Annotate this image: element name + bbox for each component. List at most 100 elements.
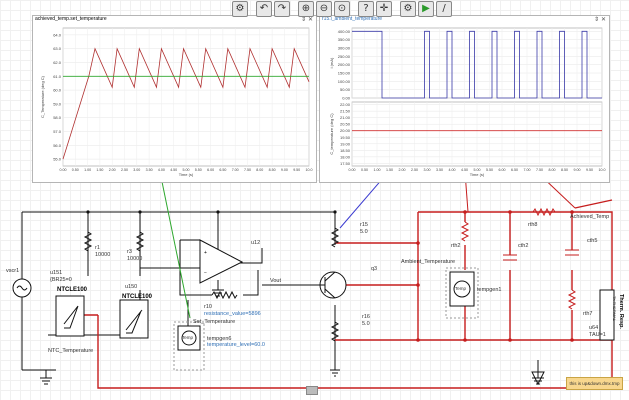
- label-r16-value: 5.0: [362, 321, 370, 327]
- x-tick-label: 5.50: [195, 168, 202, 172]
- label-set-temperature: Set_Temperature: [193, 319, 236, 325]
- y-tick-label: 60.0: [53, 88, 62, 93]
- undo-button[interactable]: ↶: [256, 0, 272, 17]
- x-tick-label: 4.50: [461, 168, 468, 172]
- y-tick-label: 50.00: [340, 87, 351, 92]
- label-r1: r1: [95, 245, 100, 251]
- y-tick-label: 58.0: [53, 115, 62, 120]
- label-ambient-temperature: Ambient_Temperature: [401, 259, 456, 265]
- x-tick-label: 4.00: [158, 168, 165, 172]
- x-tick-label: 8.00: [549, 168, 556, 172]
- label-u150: u150: [125, 284, 138, 290]
- y-tick-label: 18.00: [340, 154, 351, 159]
- settings-button[interactable]: ⚙: [232, 0, 248, 17]
- panel-controls[interactable]: ⇕ ✕: [594, 16, 606, 23]
- y-tick-label: 250.00: [338, 54, 351, 59]
- x-tick-label: 0.00: [349, 168, 356, 172]
- x-axis-label: Time (s): [470, 172, 485, 177]
- x-tick-label: 8.00: [256, 168, 263, 172]
- series-line-0: [352, 30, 602, 99]
- x-tick-label: 5.50: [486, 168, 493, 172]
- label-vscr1: vscr1: [6, 268, 20, 274]
- y-tick-label: 61.0: [53, 74, 62, 79]
- label-temp-block-2: Temp: [455, 286, 467, 291]
- y-axis-label: i (mA): [329, 57, 334, 68]
- x-axis-label: Time (s): [179, 172, 194, 177]
- add-component-button[interactable]: ✛: [376, 0, 392, 17]
- help-icon: ?: [363, 2, 369, 14]
- x-tick-label: 3.50: [436, 168, 443, 172]
- crosshair-icon: ✛: [379, 2, 389, 14]
- x-tick-label: 1.00: [374, 168, 381, 172]
- label-r1-value: 10000: [95, 252, 111, 258]
- label-therm-resp: Therm. Resp.: [618, 294, 624, 329]
- y-tick-label: 19.00: [340, 141, 351, 146]
- label-rth8: rth8: [528, 222, 538, 228]
- x-tick-label: 1.00: [84, 168, 91, 172]
- x-tick-label: 1.50: [386, 168, 393, 172]
- simulation-settings-button[interactable]: ⚙: [400, 0, 416, 17]
- play-icon: ▶: [422, 2, 430, 14]
- plot-area-2: 22.0021.5021.0020.5020.0019.5019.0018.50…: [329, 101, 606, 177]
- x-tick-label: 3.50: [146, 168, 153, 172]
- plot-area-0: 64.063.062.061.060.059.058.057.056.055.0…: [40, 27, 313, 177]
- svg-text:−: −: [204, 270, 207, 276]
- redo-button[interactable]: ↷: [274, 0, 290, 17]
- x-tick-label: 7.00: [232, 168, 239, 172]
- chart-ambient: 400.00350.00300.00250.00200.00150.00100.…: [329, 27, 606, 177]
- redo-icon: ↷: [277, 2, 287, 14]
- y-tick-label: 20.50: [340, 122, 351, 127]
- x-tick-label: 5.00: [474, 168, 481, 172]
- y-tick-label: 350.00: [338, 37, 351, 42]
- y-tick-label: 21.50: [340, 109, 351, 114]
- run-button[interactable]: ▶: [418, 0, 434, 17]
- zoom-in-button[interactable]: ⊕: [298, 0, 314, 17]
- label-vout: Vout: [270, 278, 282, 284]
- label-r3: r3: [127, 249, 132, 255]
- zoom-fit-button[interactable]: ⊙: [334, 0, 350, 17]
- label-u64: u64: [589, 325, 599, 331]
- label-therm-sub: Th THERMAL: [612, 296, 617, 321]
- plot-area-1: 400.00350.00300.00250.00200.00150.00100.…: [329, 27, 603, 101]
- y-tick-label: 22.00: [340, 102, 351, 107]
- x-tick-label: 8.50: [561, 168, 568, 172]
- x-tick-label: 6.50: [219, 168, 226, 172]
- undo-icon: ↶: [259, 2, 269, 14]
- panel-controls[interactable]: ⇕ ✕: [301, 16, 313, 23]
- status-note[interactable]: this is up&down.dmx.tmp: [566, 377, 623, 390]
- x-tick-label: 7.00: [524, 168, 531, 172]
- label-r15-value: 5.0: [360, 229, 368, 235]
- x-tick-label: 3.00: [133, 168, 140, 172]
- label-u151: u151: [50, 270, 63, 276]
- x-tick-label: 8.50: [269, 168, 276, 172]
- y-axis-label: C_Temperature (deg C): [40, 75, 45, 118]
- svg-text:+: +: [204, 250, 207, 256]
- x-tick-label: 0.00: [60, 168, 67, 172]
- x-tick-label: 2.00: [109, 168, 116, 172]
- x-tick-label: 4.00: [449, 168, 456, 172]
- y-tick-label: 17.50: [340, 161, 351, 166]
- gear-icon: ⚙: [403, 2, 413, 14]
- x-tick-label: 6.00: [499, 168, 506, 172]
- zoom-fit-icon: ⊙: [337, 2, 347, 14]
- label-tempgen6: tempgen6: [207, 336, 232, 342]
- horizontal-scroll-handle[interactable]: [306, 386, 318, 395]
- x-tick-label: 10.0: [306, 168, 313, 172]
- x-tick-label: 10.0: [599, 168, 606, 172]
- draw-wire-button[interactable]: /: [436, 0, 452, 17]
- label-ntc-mid: NTCLE100: [122, 294, 153, 300]
- x-tick-label: 7.50: [244, 168, 251, 172]
- x-tick-label: 9.00: [281, 168, 288, 172]
- y-tick-label: 63.0: [53, 46, 62, 51]
- help-button[interactable]: ?: [358, 0, 374, 17]
- zoom-out-button[interactable]: ⊖: [316, 0, 332, 17]
- y-tick-label: 150.00: [338, 71, 351, 76]
- label-u151-param: {BR25=0: [50, 277, 72, 283]
- y-tick-label: 400.00: [338, 29, 351, 34]
- chart-achieved-temp: 64.063.062.061.060.059.058.057.056.055.0…: [40, 27, 313, 177]
- label-achieved-temp: Achieved_Temp: [570, 214, 610, 220]
- y-tick-label: 59.0: [53, 101, 62, 106]
